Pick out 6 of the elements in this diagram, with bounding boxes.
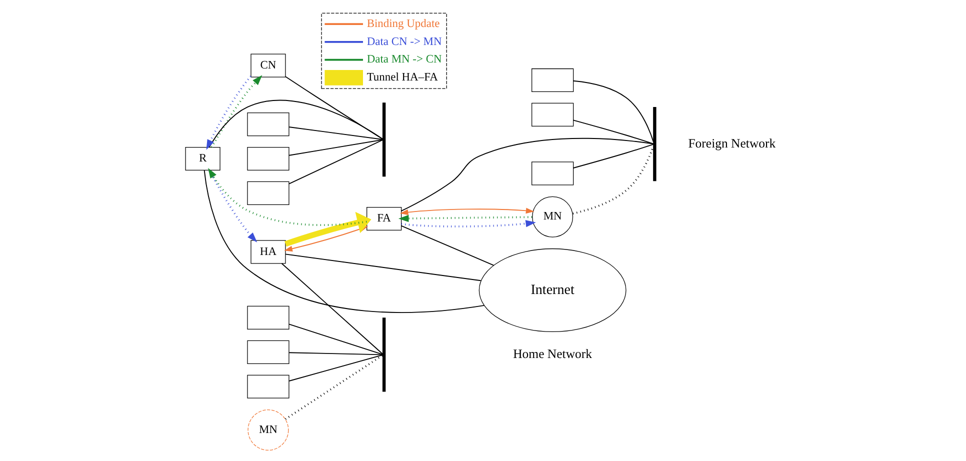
legend-label: Tunnel HA–FA <box>366 71 438 84</box>
legend-label: Data MN -> CN <box>366 54 442 66</box>
legend-label: Data CN -> MN <box>366 36 442 48</box>
label: Home Network <box>513 346 592 361</box>
label: Foreign Network <box>688 136 776 150</box>
legend-label: Binding Update <box>366 18 440 30</box>
